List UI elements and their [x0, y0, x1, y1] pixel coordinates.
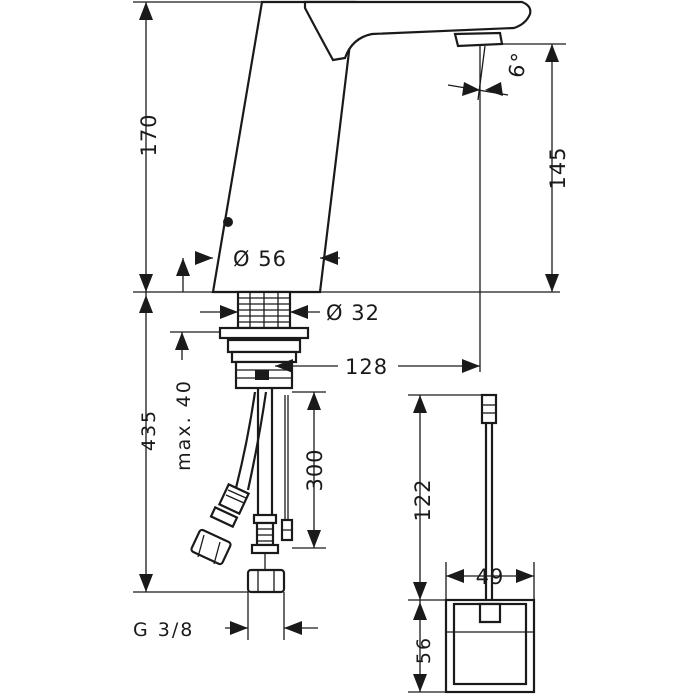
sensor-icon [223, 217, 233, 227]
dim-label-128: 128 [345, 355, 388, 379]
supply-hoses [190, 388, 294, 594]
dim-label-49: 49 [476, 565, 505, 589]
dim-label-max-40: max. 40 [173, 379, 195, 471]
dim-label-122: 122 [411, 478, 435, 521]
dim-label-56: 56 [413, 636, 435, 664]
dim-label-diameter-56: Ø 56 [233, 247, 287, 271]
control-box [444, 393, 536, 694]
dim-label-300: 300 [303, 448, 327, 491]
dimension-lines [133, 1, 566, 693]
dim-label-435: 435 [138, 409, 160, 451]
dim-label-170: 170 [137, 113, 161, 156]
dim-label-diameter-32: Ø 32 [326, 301, 380, 325]
dim-label-145: 145 [546, 146, 570, 189]
faucet-body [211, 0, 532, 294]
dim-label-thread: G 3/8 [133, 619, 194, 641]
dim-label-angle: 6° [504, 50, 532, 80]
mounting-shank [218, 290, 310, 390]
